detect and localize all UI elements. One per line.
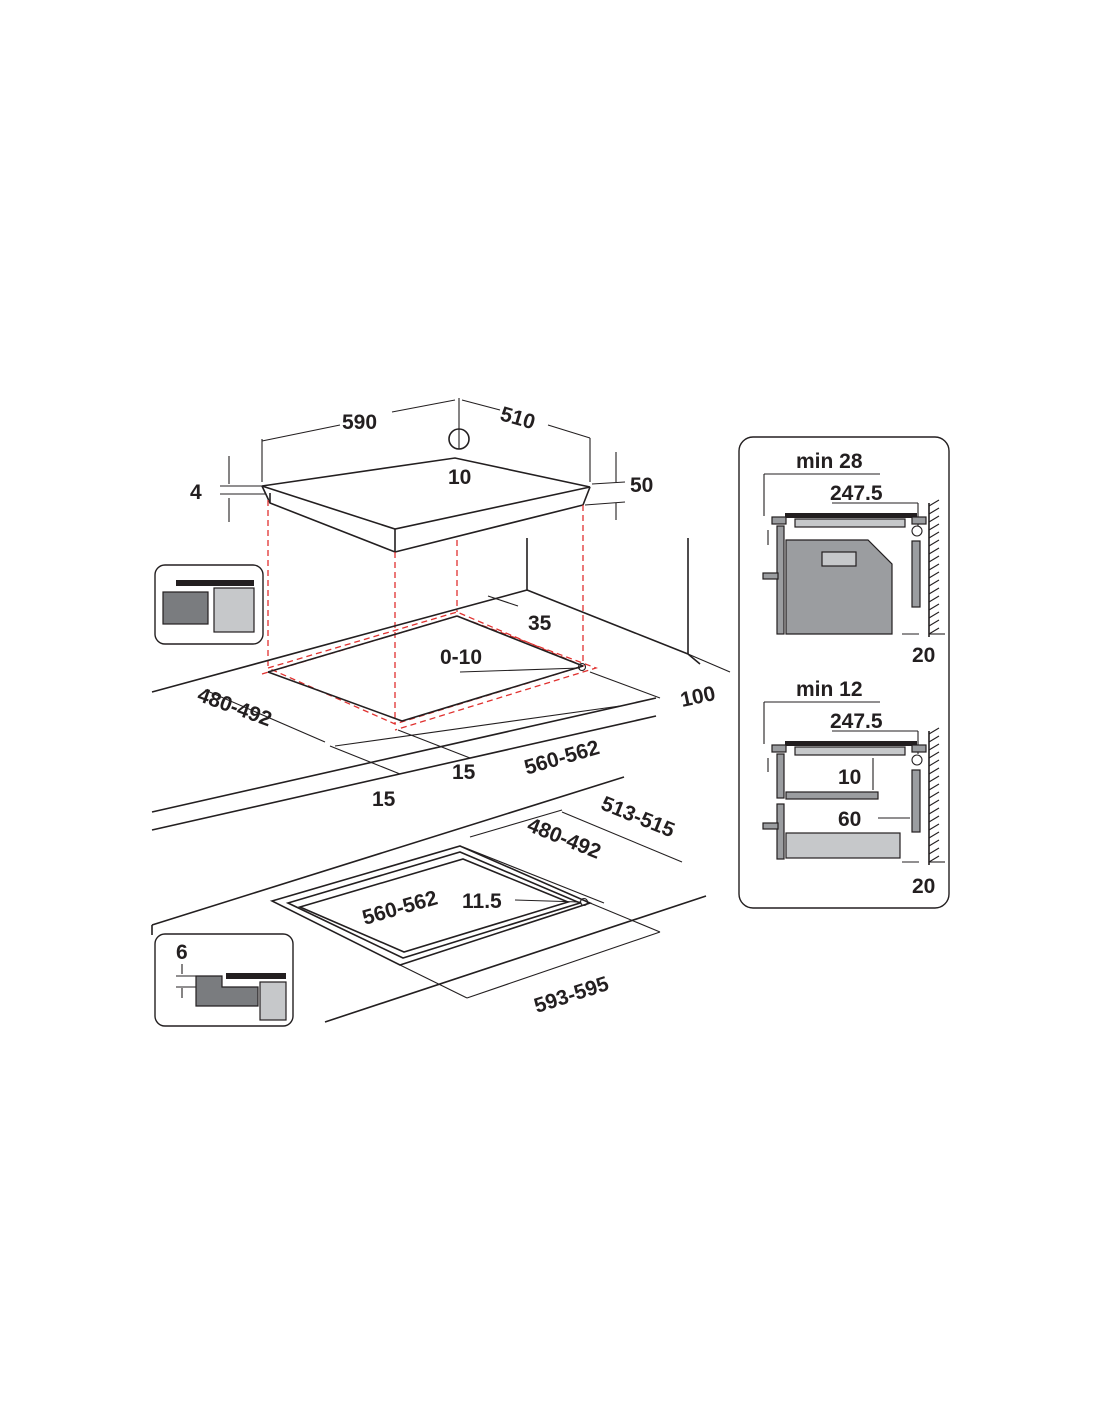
inset-flush-counter — [195, 975, 259, 1007]
drawer-cabinet-side-upper — [776, 753, 785, 799]
dim-100-label: 100 — [678, 682, 717, 712]
drawer-shelf-gap-label: 10 — [838, 766, 861, 789]
drawer-min-gap-label: min 12 — [796, 678, 863, 701]
oven-window — [821, 551, 857, 567]
oven-body — [785, 539, 893, 635]
oven-section: min 28 247.5 20 — [762, 450, 945, 667]
dim-15-left-line — [329, 745, 401, 775]
countertop-front-edge — [151, 697, 657, 813]
oven-cabinet-side — [776, 525, 785, 635]
oven-handle — [762, 572, 779, 580]
drawer-back-panel — [911, 769, 921, 833]
drawer-handle — [762, 822, 779, 830]
oven-hob-body — [794, 518, 906, 528]
inset-standard-counter — [162, 591, 209, 625]
dim-513-515-label: 513-515 — [598, 792, 678, 842]
dim-flush-560-562-label: 560-562 — [360, 886, 440, 929]
dim-15-right-line — [397, 729, 471, 759]
countertop-cutout-back — [267, 615, 458, 673]
dim-15-right-label: 15 — [452, 761, 476, 784]
oven-cable-label: 247.5 — [830, 482, 883, 505]
dim-10-label: 10 — [448, 466, 471, 489]
dim-4-label: 4 — [190, 481, 202, 504]
flush-corner-circle — [579, 897, 589, 907]
oven-counter-left — [771, 516, 787, 525]
inset-flush-6-label: 6 — [176, 941, 188, 964]
dim-flush-480-492-label: 480-492 — [524, 814, 604, 864]
drawer-hob-body — [794, 746, 906, 756]
countertop-corner — [687, 653, 701, 665]
dim-593-595-label: 593-595 — [531, 972, 612, 1018]
inset-flush-glass — [226, 973, 286, 979]
flush-counter-back — [151, 776, 625, 926]
dim-560-562-label: 560-562 — [522, 736, 602, 779]
cable-exit-circle — [577, 662, 587, 672]
dim-50-ext-top — [591, 481, 626, 485]
dim-510-line-right — [547, 424, 591, 439]
inset-flush-hob — [259, 981, 287, 1021]
countertop-front-bottom — [151, 715, 657, 831]
drawer-cable-circle — [911, 754, 923, 766]
dim-100-ext — [687, 653, 731, 673]
dim-560-562-line — [334, 705, 621, 747]
drawer-counter-left — [771, 744, 787, 753]
dim-0-10-leader — [459, 667, 581, 673]
drawer-counter-right — [911, 744, 927, 753]
dim-590-line-right — [391, 399, 456, 413]
dim-593-595-ext-left — [399, 964, 468, 999]
dim-flush-480-492-line — [462, 846, 605, 904]
dim-11-5-label: 11.5 — [462, 890, 502, 913]
dim-50-ext-bottom — [584, 501, 626, 506]
dim-593-595-line — [466, 931, 661, 999]
dim-100-line — [589, 671, 661, 699]
dim-593-595-ext-right — [589, 902, 661, 933]
flush-recess-inner — [285, 851, 583, 959]
dim-480-492-label: 480-492 — [194, 683, 274, 731]
drawer-wall-hatch — [928, 727, 940, 863]
countertop-cutout-front — [267, 665, 584, 722]
hob-body-right — [394, 486, 591, 553]
drawer-box — [785, 832, 901, 859]
oven-wall-label: 20 — [912, 644, 935, 667]
inset-standard-mount — [154, 564, 264, 645]
countertop-back-right — [526, 589, 689, 655]
inset-standard-hob — [213, 587, 255, 633]
hob-body-left — [261, 485, 396, 554]
oven-hob-glass — [785, 513, 917, 518]
drawer-wall-label: 20 — [912, 875, 935, 898]
drawer-hob-glass — [785, 741, 917, 746]
dim-0-10-label: 0-10 — [440, 646, 482, 669]
hob-top-drawing: 590 510 10 4 50 — [151, 398, 731, 831]
dim-510-line-left — [461, 399, 501, 411]
dim-50-label: 50 — [630, 474, 653, 497]
dim-11-5-leader — [514, 899, 581, 903]
dim-510-label: 510 — [498, 403, 538, 435]
drawer-shelf-space-label: 60 — [838, 808, 861, 831]
oven-cable-circle — [911, 525, 923, 537]
oven-wall-hatch — [928, 499, 940, 635]
dim-590-label: 590 — [342, 411, 377, 434]
drawer-section: min 12 247.5 10 60 20 — [762, 678, 945, 898]
inset-flush-mount: 6 — [154, 933, 294, 1027]
ventilation-panel: min 28 247.5 20 min 12 247. — [738, 436, 950, 909]
countertop-cutout-right — [456, 615, 584, 667]
drawer-cable-label: 247.5 — [830, 710, 883, 733]
drawer-shelf — [785, 791, 879, 800]
dim-480-492-line — [204, 689, 326, 743]
flush-counter-front — [324, 895, 707, 1023]
dim-35-line — [487, 595, 519, 607]
dim-513-515-line — [561, 811, 683, 863]
dim-35-label: 35 — [528, 612, 552, 635]
inset-standard-glass — [176, 580, 254, 586]
drawer-cabinet-side-lower — [776, 803, 785, 860]
dim-590-line-left — [261, 424, 341, 442]
dim-15-left-label: 15 — [372, 788, 396, 811]
oven-counter-right — [911, 516, 927, 525]
dim-513-515-ext — [469, 809, 563, 838]
oven-back-panel — [911, 540, 921, 608]
oven-min-gap-label: min 28 — [796, 450, 863, 473]
